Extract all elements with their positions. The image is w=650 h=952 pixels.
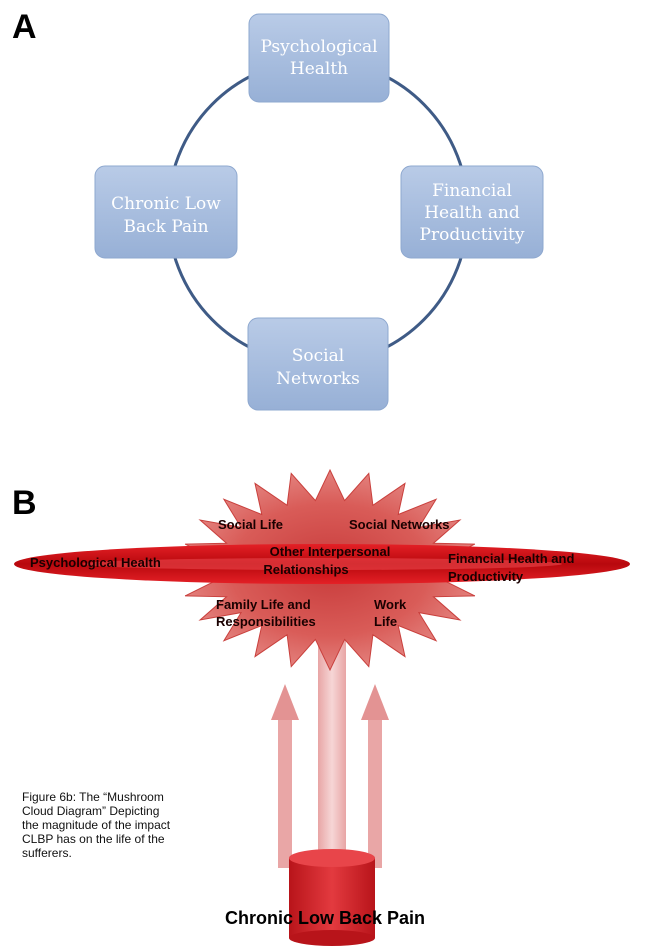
mushroom-disc [14, 544, 630, 584]
box-label-line: Productivity [420, 225, 525, 245]
panel-b-letter: B [12, 484, 37, 522]
box-label-line: Back Pain [123, 217, 208, 237]
figure-caption: Figure 6b: The “Mushroom Cloud Diagram” … [22, 790, 171, 860]
box-label-line: Social [292, 346, 344, 366]
arrow-right [361, 684, 389, 868]
label-other-relationships-line2: Relationships [263, 562, 348, 577]
arrow-left [271, 684, 299, 868]
label-social-networks: Social Networks [349, 517, 449, 532]
box-label-line: Health [290, 59, 348, 79]
box-label-line: Chronic Low [111, 194, 221, 214]
label-social-life: Social Life [218, 517, 283, 532]
box-financial-health: Financial Health and Productivity [400, 165, 544, 259]
box-psychological-health: Psychological Health [248, 13, 390, 103]
box-label-line: Networks [276, 369, 360, 389]
label-other-relationships-line1: Other Interpersonal [270, 544, 391, 559]
label-financial-line2: Productivity [448, 569, 524, 584]
base-label: Chronic Low Back Pain [224, 908, 426, 928]
label-work-line1: Work [374, 597, 407, 612]
label-family-line1: Family Life and [216, 597, 311, 612]
label-financial-line1: Financial Health and [448, 551, 574, 566]
box-social-networks: Social Networks [247, 317, 389, 411]
box-label-line: Psychological [260, 37, 377, 57]
panel-a-letter: A [12, 8, 37, 46]
label-psychological-health: Psychological Health [30, 555, 161, 570]
box-label-line: Financial [432, 181, 512, 201]
box-label-line: Health and [424, 203, 520, 223]
label-work-line2: Life [374, 614, 397, 629]
label-family-line2: Responsibilities [216, 614, 316, 629]
box-chronic-low-back-pain: Chronic Low Back Pain [94, 165, 238, 259]
base-cylinder [289, 849, 375, 946]
